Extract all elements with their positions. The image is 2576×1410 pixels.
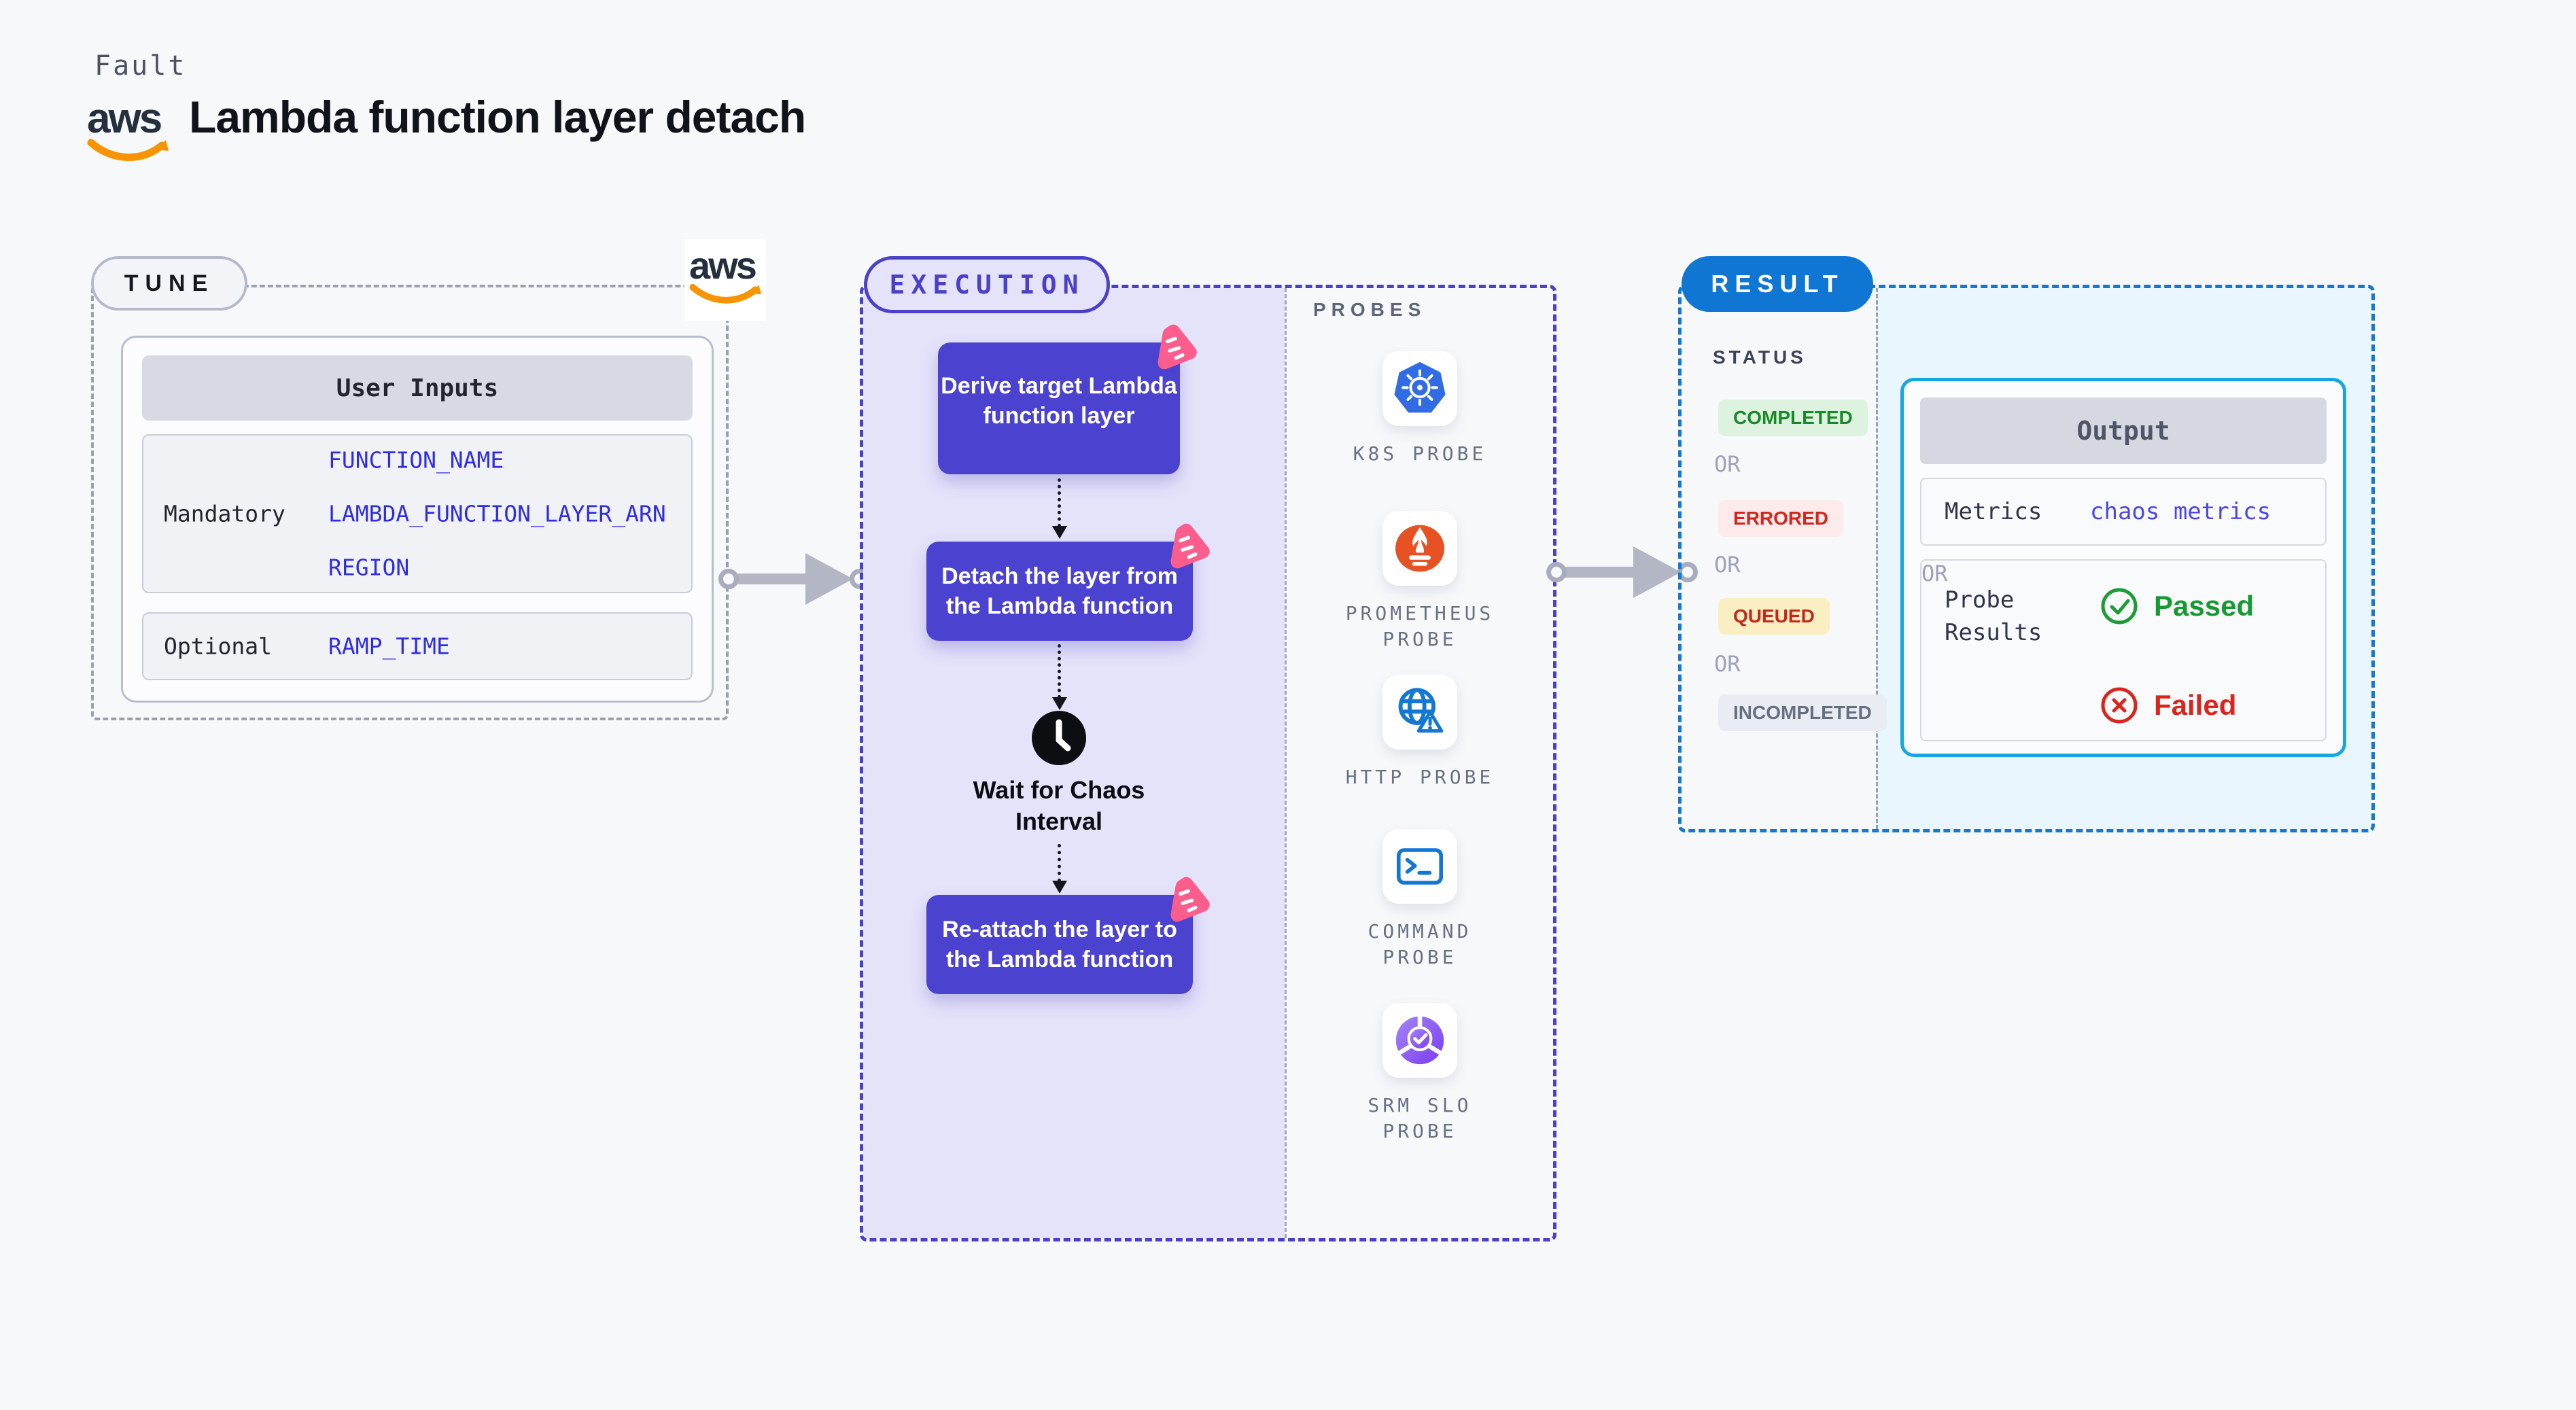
- input-value: REGION: [328, 554, 410, 581]
- or-label: OR: [1714, 451, 1741, 477]
- result-section-pill: RESULT: [1682, 256, 1873, 312]
- output-table: Output Metrics chaos metrics Probe Resul…: [1900, 378, 2346, 757]
- x-circle-icon: [2101, 687, 2138, 724]
- wait-text-line: Interval: [1015, 807, 1103, 835]
- table-row-mandatory: Mandatory FUNCTION_NAME LAMBDA_FUNCTION_…: [142, 434, 693, 593]
- execution-section-pill: EXECUTION: [864, 256, 1110, 313]
- http-globe-icon: [1398, 688, 1444, 733]
- dotted-arrow-head: [1052, 881, 1067, 894]
- table-row-probe-results: Probe Results Passed OR Failed: [1920, 559, 2327, 741]
- step-detach-layer: Detach the layer from the Lambda functio…: [926, 523, 1210, 641]
- probe-label: COMMAND PROBE: [1368, 920, 1472, 968]
- connector-dot: [1546, 562, 1567, 582]
- tune-section-box: [91, 285, 729, 720]
- aws-logo-text: aws: [87, 95, 162, 142]
- chaos-fault-badge-icon: [1158, 324, 1197, 370]
- failed-label: Failed: [2154, 689, 2237, 721]
- metrics-value-link: chaos metrics: [2090, 498, 2272, 525]
- probe-results-label: Probe Results: [1945, 586, 2042, 646]
- or-label: OR: [1714, 552, 1741, 578]
- check-circle-icon: [2101, 588, 2138, 624]
- step-text-line: Detach the layer from: [941, 563, 1178, 589]
- status-output-divider: [1876, 288, 1878, 829]
- probe-card-prometheus: [1382, 511, 1457, 586]
- step-text-line: the Lambda function: [945, 593, 1174, 619]
- probe-card-k8s: [1382, 351, 1457, 426]
- execution-probes-divider: [1285, 288, 1287, 1238]
- fault-kind-label: Fault: [94, 50, 187, 82]
- mandatory-label: Mandatory: [164, 500, 285, 527]
- status-title: STATUS: [1713, 347, 1807, 368]
- aws-logo: aws: [87, 95, 169, 171]
- wait-chaos-interval-label: Wait for Chaos Interval: [938, 775, 1180, 837]
- table-row-metrics: Metrics chaos metrics: [1920, 478, 2327, 546]
- flow-arrow-icon: [718, 553, 870, 605]
- terminal-icon: [1397, 848, 1443, 885]
- aws-logo-text: aws: [689, 243, 757, 287]
- step-text-line: function layer: [983, 403, 1135, 429]
- srm-slo-icon: [1395, 1015, 1444, 1065]
- aws-corner-logo: aws: [684, 239, 766, 321]
- arrow-shaft: [1564, 567, 1640, 578]
- user-inputs-header: User Inputs: [142, 355, 693, 421]
- dotted-arrow-head: [1052, 526, 1067, 539]
- input-value: LAMBDA_FUNCTION_LAYER_ARN: [328, 500, 666, 527]
- page-title: Lambda function layer detach: [189, 92, 806, 142]
- metrics-label: Metrics: [1945, 498, 2042, 525]
- arrow-shaft: [736, 574, 812, 584]
- or-label: OR: [1714, 651, 1741, 677]
- step-text-line: Re-attach the layer to: [942, 917, 1177, 942]
- probe-label: HTTP PROBE: [1345, 766, 1495, 788]
- step-text-line: Derive target Lambda: [941, 373, 1177, 399]
- probe-label: PROMETHEUS PROBE: [1345, 602, 1495, 650]
- step-derive-target: Derive target Lambda function layer: [938, 324, 1197, 474]
- kubernetes-icon: [1394, 362, 1446, 413]
- arrow-head: [1633, 546, 1681, 598]
- chaos-fault-badge-icon: [1170, 523, 1210, 569]
- connector-dot: [718, 569, 739, 589]
- dotted-connector: [1058, 478, 1061, 527]
- status-badge-completed: COMPLETED: [1718, 400, 1868, 436]
- dotted-connector: [1058, 644, 1061, 699]
- probe-label: SRM SLO PROBE: [1368, 1094, 1472, 1142]
- wait-text-line: Wait for Chaos: [973, 776, 1145, 804]
- chaos-fault-badge-icon: [1170, 877, 1210, 922]
- tune-section-pill: TUNE: [91, 256, 247, 311]
- dotted-connector: [1058, 844, 1061, 882]
- passed-result: Passed: [2100, 586, 2254, 626]
- probes-title: PROBES: [1313, 299, 1427, 320]
- probe-card-http: [1382, 675, 1457, 750]
- step-reattach-layer: Re-attach the layer to the Lambda functi…: [926, 877, 1210, 994]
- input-value: RAMP_TIME: [328, 633, 450, 660]
- output-header: Output: [1920, 398, 2327, 464]
- dotted-arrow-head: [1052, 697, 1067, 710]
- probe-card-command: [1382, 829, 1457, 904]
- probe-label: K8S PROBE: [1353, 442, 1487, 465]
- status-badge-queued: QUEUED: [1718, 598, 1830, 635]
- aws-smile-icon: [689, 283, 761, 304]
- optional-label: Optional: [164, 633, 272, 660]
- step-text-line: the Lambda function: [945, 947, 1174, 972]
- passed-label: Passed: [2154, 590, 2255, 622]
- clock-icon: [1030, 709, 1087, 766]
- status-badge-incompleted: INCOMPLETED: [1718, 694, 1887, 731]
- or-label: OR: [1921, 561, 1948, 586]
- arrow-head: [805, 553, 853, 605]
- flow-arrow-icon: [1546, 546, 1698, 598]
- status-badge-errored: ERRORED: [1718, 500, 1844, 537]
- input-value: FUNCTION_NAME: [328, 446, 504, 474]
- table-row-optional: Optional RAMP_TIME: [142, 612, 693, 680]
- probe-card-srm-slo: [1382, 1003, 1457, 1078]
- aws-smile-icon: [87, 139, 169, 161]
- user-inputs-table: User Inputs Mandatory FUNCTION_NAME LAMB…: [121, 336, 714, 703]
- failed-result: Failed: [2100, 686, 2236, 725]
- prometheus-icon: [1395, 525, 1444, 572]
